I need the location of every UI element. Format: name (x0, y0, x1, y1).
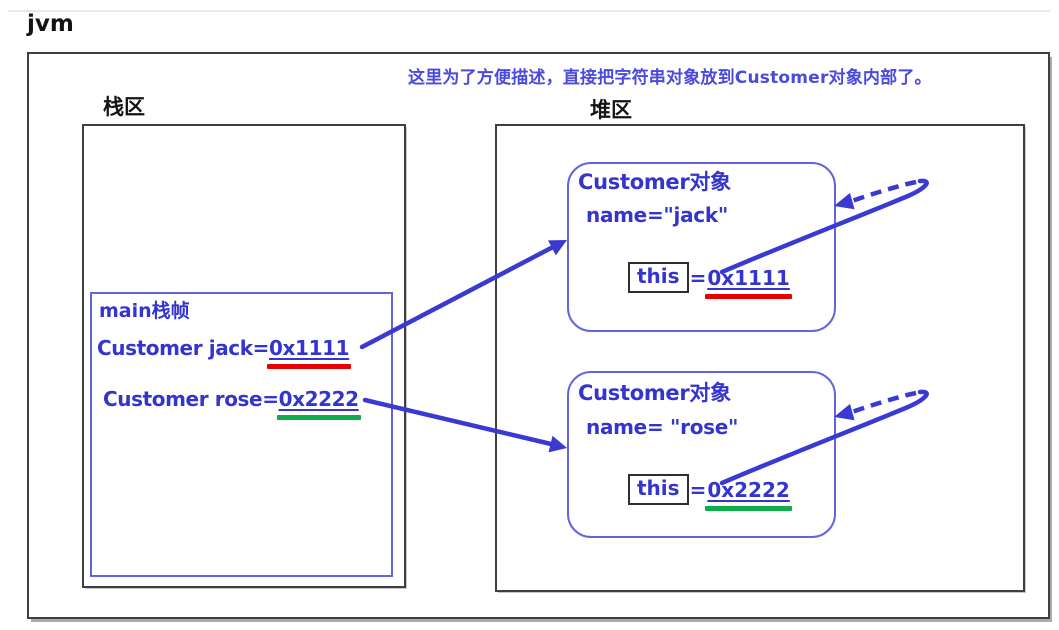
var-jack-underline (267, 364, 352, 369)
customer-rose-this-box: this (628, 474, 689, 505)
customer-jack-equals: = (689, 265, 707, 290)
customer-rose-this-underline (705, 505, 792, 511)
heap-area-label: 堆区 (590, 98, 632, 122)
var-rose-address: 0x2222 (276, 387, 361, 420)
customer-jack-this-box: this (628, 262, 689, 293)
customer-rose-equals: = (689, 477, 707, 502)
customer-jack-this-address-text: 0x1111 (707, 265, 790, 290)
customer-jack-name-field: name="jack" (586, 203, 728, 227)
var-jack-equals: = (252, 336, 270, 360)
var-jack-address-text: 0x1111 (269, 336, 350, 360)
customer-jack-this-underline (705, 293, 792, 299)
customer-jack-this-address: 0x1111 (705, 265, 792, 299)
customer-rose-this-address-text: 0x2222 (707, 477, 790, 502)
var-jack-name: Customer jack (97, 336, 253, 360)
annotation-note: 这里为了方便描述，直接把字符串对象放到Customer对象内部了。 (408, 68, 932, 88)
var-rose-underline (276, 415, 361, 420)
customer-rose-name-field: name= "rose" (586, 415, 739, 439)
customer-rose-title: Customer对象 (578, 381, 731, 405)
var-rose-equals: = (262, 387, 279, 411)
main-stack-frame-box (90, 292, 393, 577)
var-rose-name: Customer rose (103, 387, 263, 411)
customer-rose-this-address: 0x2222 (705, 477, 792, 511)
var-jack-address: 0x1111 (267, 336, 352, 369)
stack-var-jack: Customer jack=0x1111 (97, 336, 352, 369)
diagram-title: jvm (27, 11, 74, 37)
customer-jack-title: Customer对象 (578, 170, 731, 194)
var-rose-address-text: 0x2222 (278, 387, 359, 411)
customer-rose-this-row: this = 0x2222 (628, 474, 792, 511)
stack-var-rose: Customer rose=0x2222 (103, 387, 361, 420)
stack-area-label: 栈区 (103, 95, 145, 119)
main-stack-frame-title: main栈帧 (99, 300, 190, 322)
top-divider (8, 10, 1050, 12)
customer-jack-this-row: this = 0x1111 (628, 262, 792, 299)
